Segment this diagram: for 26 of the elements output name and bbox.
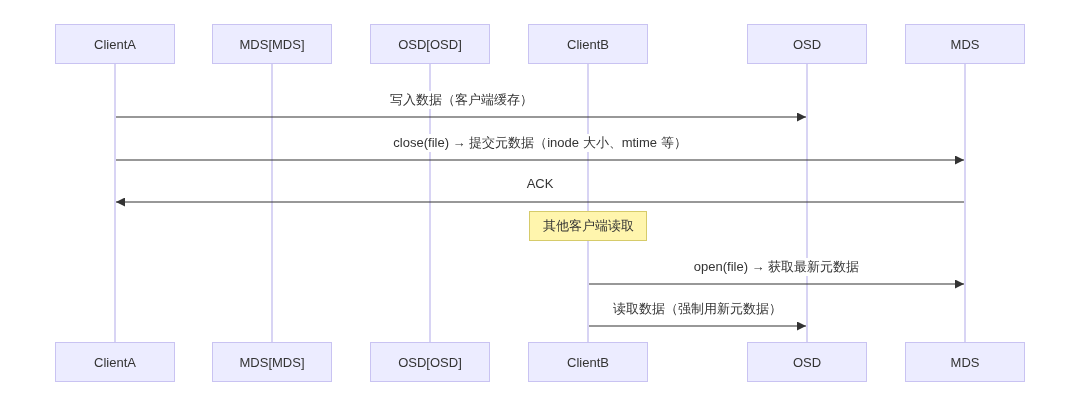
message-label: ACK — [523, 176, 557, 191]
lifeline — [587, 64, 589, 211]
participant-box: ClientA — [55, 24, 175, 64]
participant-box: ClientB — [528, 24, 648, 64]
message-arrow — [588, 279, 965, 289]
message-arrow — [115, 155, 965, 165]
participant-box: MDS — [905, 342, 1025, 382]
participant-box: MDS — [905, 24, 1025, 64]
lifeline — [429, 64, 431, 342]
lifeline — [587, 241, 589, 342]
message-arrow — [115, 197, 965, 207]
participant-box: OSD[OSD] — [370, 24, 490, 64]
participant-box: MDS[MDS] — [212, 24, 332, 64]
participant-box: ClientB — [528, 342, 648, 382]
participant-box: MDS[MDS] — [212, 342, 332, 382]
note-box: 其他客户端读取 — [529, 211, 647, 241]
lifeline — [964, 64, 966, 342]
message-arrow — [115, 112, 807, 122]
lifeline — [271, 64, 273, 342]
participant-box: OSD — [747, 24, 867, 64]
lifeline — [114, 64, 116, 342]
participant-box: OSD — [747, 342, 867, 382]
message-arrow — [588, 321, 807, 331]
participant-box: OSD[OSD] — [370, 342, 490, 382]
lifeline — [806, 64, 808, 342]
participant-box: ClientA — [55, 342, 175, 382]
